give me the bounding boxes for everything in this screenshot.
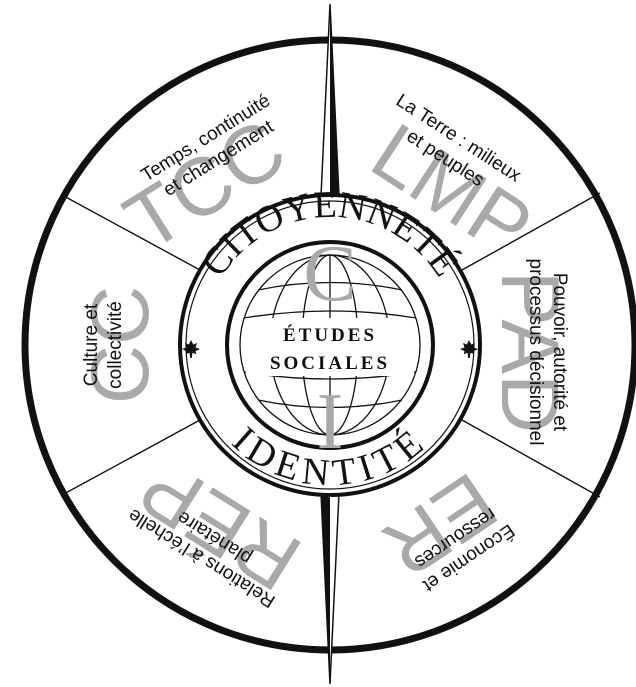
divider-lower-right — [461, 419, 601, 498]
globe-parallel-1 — [257, 281, 403, 291]
center-watermark-bottom: I — [317, 378, 344, 466]
divider-upper-left — [61, 194, 201, 271]
maple-leaf-icon-right — [460, 340, 478, 358]
segment-label-pad-line-2: processus décisionnel — [525, 259, 546, 446]
segment-label-cc-line-1: Culture et — [81, 303, 102, 386]
divider-upper-right — [461, 192, 601, 271]
center-title-line2: SOCIALES — [270, 353, 390, 374]
divider-lower-left — [61, 419, 201, 496]
segment-label-cc-line-2: collectivité — [105, 301, 126, 389]
segment-label-pad-line-1: Pouvoir, autorité et — [549, 273, 570, 432]
globe-parallel-2 — [243, 310, 417, 319]
center-medallion: C I ÉTUDES SOCIALES CITOYENNETÉ IDENTITÉ — [178, 184, 482, 497]
maple-leaf-icon-left — [182, 340, 200, 358]
center-label-backdrop — [246, 318, 414, 376]
segment-watermark-pad: PAD — [484, 271, 575, 434]
maple-leaf-icon — [182, 340, 478, 358]
segment-watermark-cc: CC — [75, 286, 166, 404]
segment-dividers — [61, 192, 601, 498]
center-title-line1: ÉTUDES — [283, 324, 377, 346]
center-watermark-top: C — [303, 230, 356, 318]
globe-parallel-4 — [257, 399, 403, 409]
